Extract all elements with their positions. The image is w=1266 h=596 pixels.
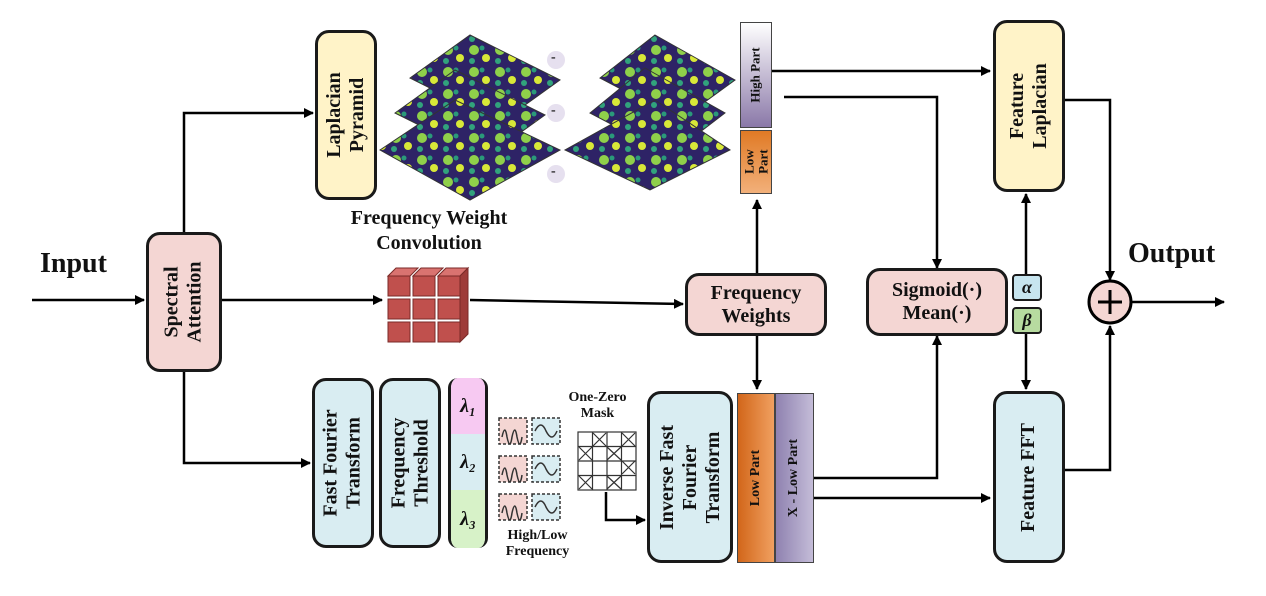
lambda2-cell: λ₂	[451, 434, 485, 490]
output-label: Output	[1128, 238, 1216, 269]
low-part-top-strip: Low Part	[740, 130, 772, 194]
low-part-label: Low Part	[748, 449, 764, 507]
beta-param: β	[1012, 307, 1042, 334]
feature-fft-box: Feature FFT	[993, 391, 1065, 563]
high-part-label: High Part	[748, 47, 763, 103]
inverse-fft-label: Inverse Fast Fourier Transform	[655, 424, 724, 530]
x-low-part-label: X - Low Part	[786, 438, 802, 518]
frequency-weights-box: Frequency Weights	[685, 273, 827, 336]
minus-label-2: -	[551, 103, 556, 118]
frequency-weights-label: Frequency Weights	[710, 281, 802, 327]
spectral-attention-box: Spectral Attention	[146, 232, 222, 372]
laplacian-maps-left	[379, 34, 562, 201]
low-part-top-label: Low Part	[741, 149, 770, 175]
input-label: Input	[40, 248, 107, 279]
high-part-strip: High Part	[740, 22, 772, 128]
x-low-part-strip: X - Low Part	[775, 393, 814, 563]
high-low-frequency-label: High/Low Frequency	[505, 528, 570, 560]
frequency-threshold-label: Frequency Threshold	[387, 417, 433, 509]
sigmoid-mean-box: Sigmoid(·) Mean(·)	[866, 268, 1008, 336]
fast-fourier-transform-label: Fast Fourier Transform	[320, 409, 365, 517]
frequency-threshold-box: Frequency Threshold	[379, 378, 441, 548]
sigmoid-mean-label: Sigmoid(·) Mean(·)	[891, 279, 982, 324]
sum-node	[1087, 279, 1133, 325]
frequency-wave-icons	[498, 417, 561, 521]
conv-cubes	[386, 266, 470, 344]
minus-label-3: -	[551, 164, 556, 179]
laplacian-pyramid-label: Laplacian Pyramid	[323, 72, 369, 158]
one-zero-mask-grid	[577, 431, 637, 491]
freq-weight-conv-label: Frequency Weight Convolution	[350, 207, 508, 254]
minus-label-1: -	[551, 50, 556, 65]
lambda-stack: λ₁ λ₂ λ₃	[448, 378, 488, 548]
laplacian-maps-right	[563, 34, 736, 191]
feature-fft-label: Feature FFT	[1017, 422, 1040, 532]
lambda3-cell: λ₃	[451, 490, 485, 548]
low-part-strip: Low Part	[737, 393, 775, 563]
feature-laplacian-label: Feature Laplacian	[1006, 63, 1052, 149]
spectral-attention-label: Spectral Attention	[161, 261, 207, 343]
inverse-fft-box: Inverse Fast Fourier Transform	[647, 391, 733, 563]
feature-laplacian-box: Feature Laplacian	[993, 20, 1065, 192]
laplacian-pyramid-box: Laplacian Pyramid	[315, 30, 377, 200]
lambda1-cell: λ₁	[451, 378, 485, 434]
one-zero-mask-label: One-Zero Mask	[568, 390, 627, 422]
fast-fourier-transform-box: Fast Fourier Transform	[312, 378, 374, 548]
alpha-param: α	[1012, 274, 1042, 301]
minus-nodes	[547, 51, 565, 183]
